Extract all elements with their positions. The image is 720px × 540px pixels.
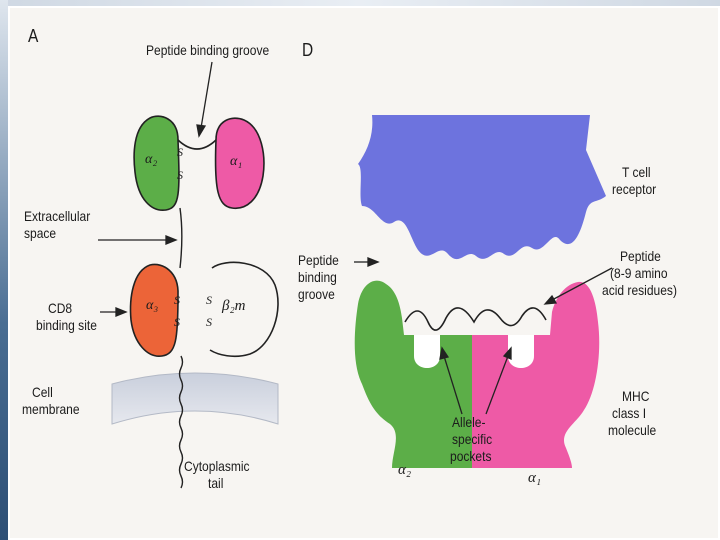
disulfide-s-4: S xyxy=(174,315,180,330)
extracellular-label-line1: Extracellular xyxy=(24,208,90,225)
pockets-label-line3: pockets xyxy=(450,448,491,465)
tcr-label-line2: receptor xyxy=(612,181,656,198)
membrane-label-line2: membrane xyxy=(22,401,80,418)
t-cell-receptor xyxy=(358,115,606,259)
cd8-label-line2: binding site xyxy=(36,317,97,334)
peptide-label-line1: Peptide xyxy=(620,248,661,265)
allele-pocket-right xyxy=(508,335,534,368)
mhc-label-line3: molecule xyxy=(608,422,656,439)
cytoplasmic-label-line1: Cytoplasmic xyxy=(184,458,250,475)
mhc-alpha1-label: α₁ xyxy=(528,470,541,487)
tcr-label-line1: T cell xyxy=(622,164,651,181)
peptide-chain xyxy=(405,308,546,330)
pockets-label-line2: specific xyxy=(452,431,492,448)
panel-d-letter: D xyxy=(302,42,313,59)
disulfide-s-2: S xyxy=(177,168,183,183)
membrane-label-line1: Cell xyxy=(32,384,53,401)
disulfide-s-6: S xyxy=(206,315,212,330)
arrow-groove-d xyxy=(354,258,378,266)
arrow-peptide-groove xyxy=(197,62,212,136)
groove-label-line2: binding xyxy=(298,269,337,286)
pockets-label-line1: Allele- xyxy=(452,414,485,431)
arrow-cd8 xyxy=(100,308,126,316)
peptide-label-line3: acid residues) xyxy=(602,282,677,299)
cytoplasmic-label-line2: tail xyxy=(208,475,223,492)
peptide-groove-outline xyxy=(178,140,216,149)
alpha-chain-connector xyxy=(180,208,182,268)
disulfide-s-1: S xyxy=(177,145,183,160)
peptide-label-line2: (8-9 amino xyxy=(610,265,668,282)
allele-pocket-left xyxy=(414,335,440,368)
slide-left-bar xyxy=(0,0,8,540)
peptide-groove-label: Peptide binding groove xyxy=(146,42,269,59)
panel-a-letter: A xyxy=(28,28,38,45)
mhc-label-line1: MHC xyxy=(622,388,649,405)
slide-top-bar xyxy=(0,0,720,6)
cd8-label-line1: CD8 xyxy=(48,300,72,317)
groove-label-line1: Peptide xyxy=(298,252,339,269)
alpha3-domain-label: α₃ xyxy=(146,298,158,314)
alpha2-domain-label: α₂ xyxy=(145,152,157,168)
arrow-extracellular xyxy=(98,236,176,244)
cell-membrane xyxy=(112,373,278,424)
alpha1-domain-label: α₁ xyxy=(230,154,242,170)
groove-label-line3: groove xyxy=(298,286,335,303)
extracellular-label-line2: space xyxy=(24,225,56,242)
disulfide-s-3: S xyxy=(174,293,180,308)
mhc-alpha2-label: α₂ xyxy=(398,462,411,479)
mhc-label-line2: class I xyxy=(612,405,646,422)
disulfide-s-5: S xyxy=(206,293,212,308)
b2m-domain-label: β₂m xyxy=(222,298,246,315)
